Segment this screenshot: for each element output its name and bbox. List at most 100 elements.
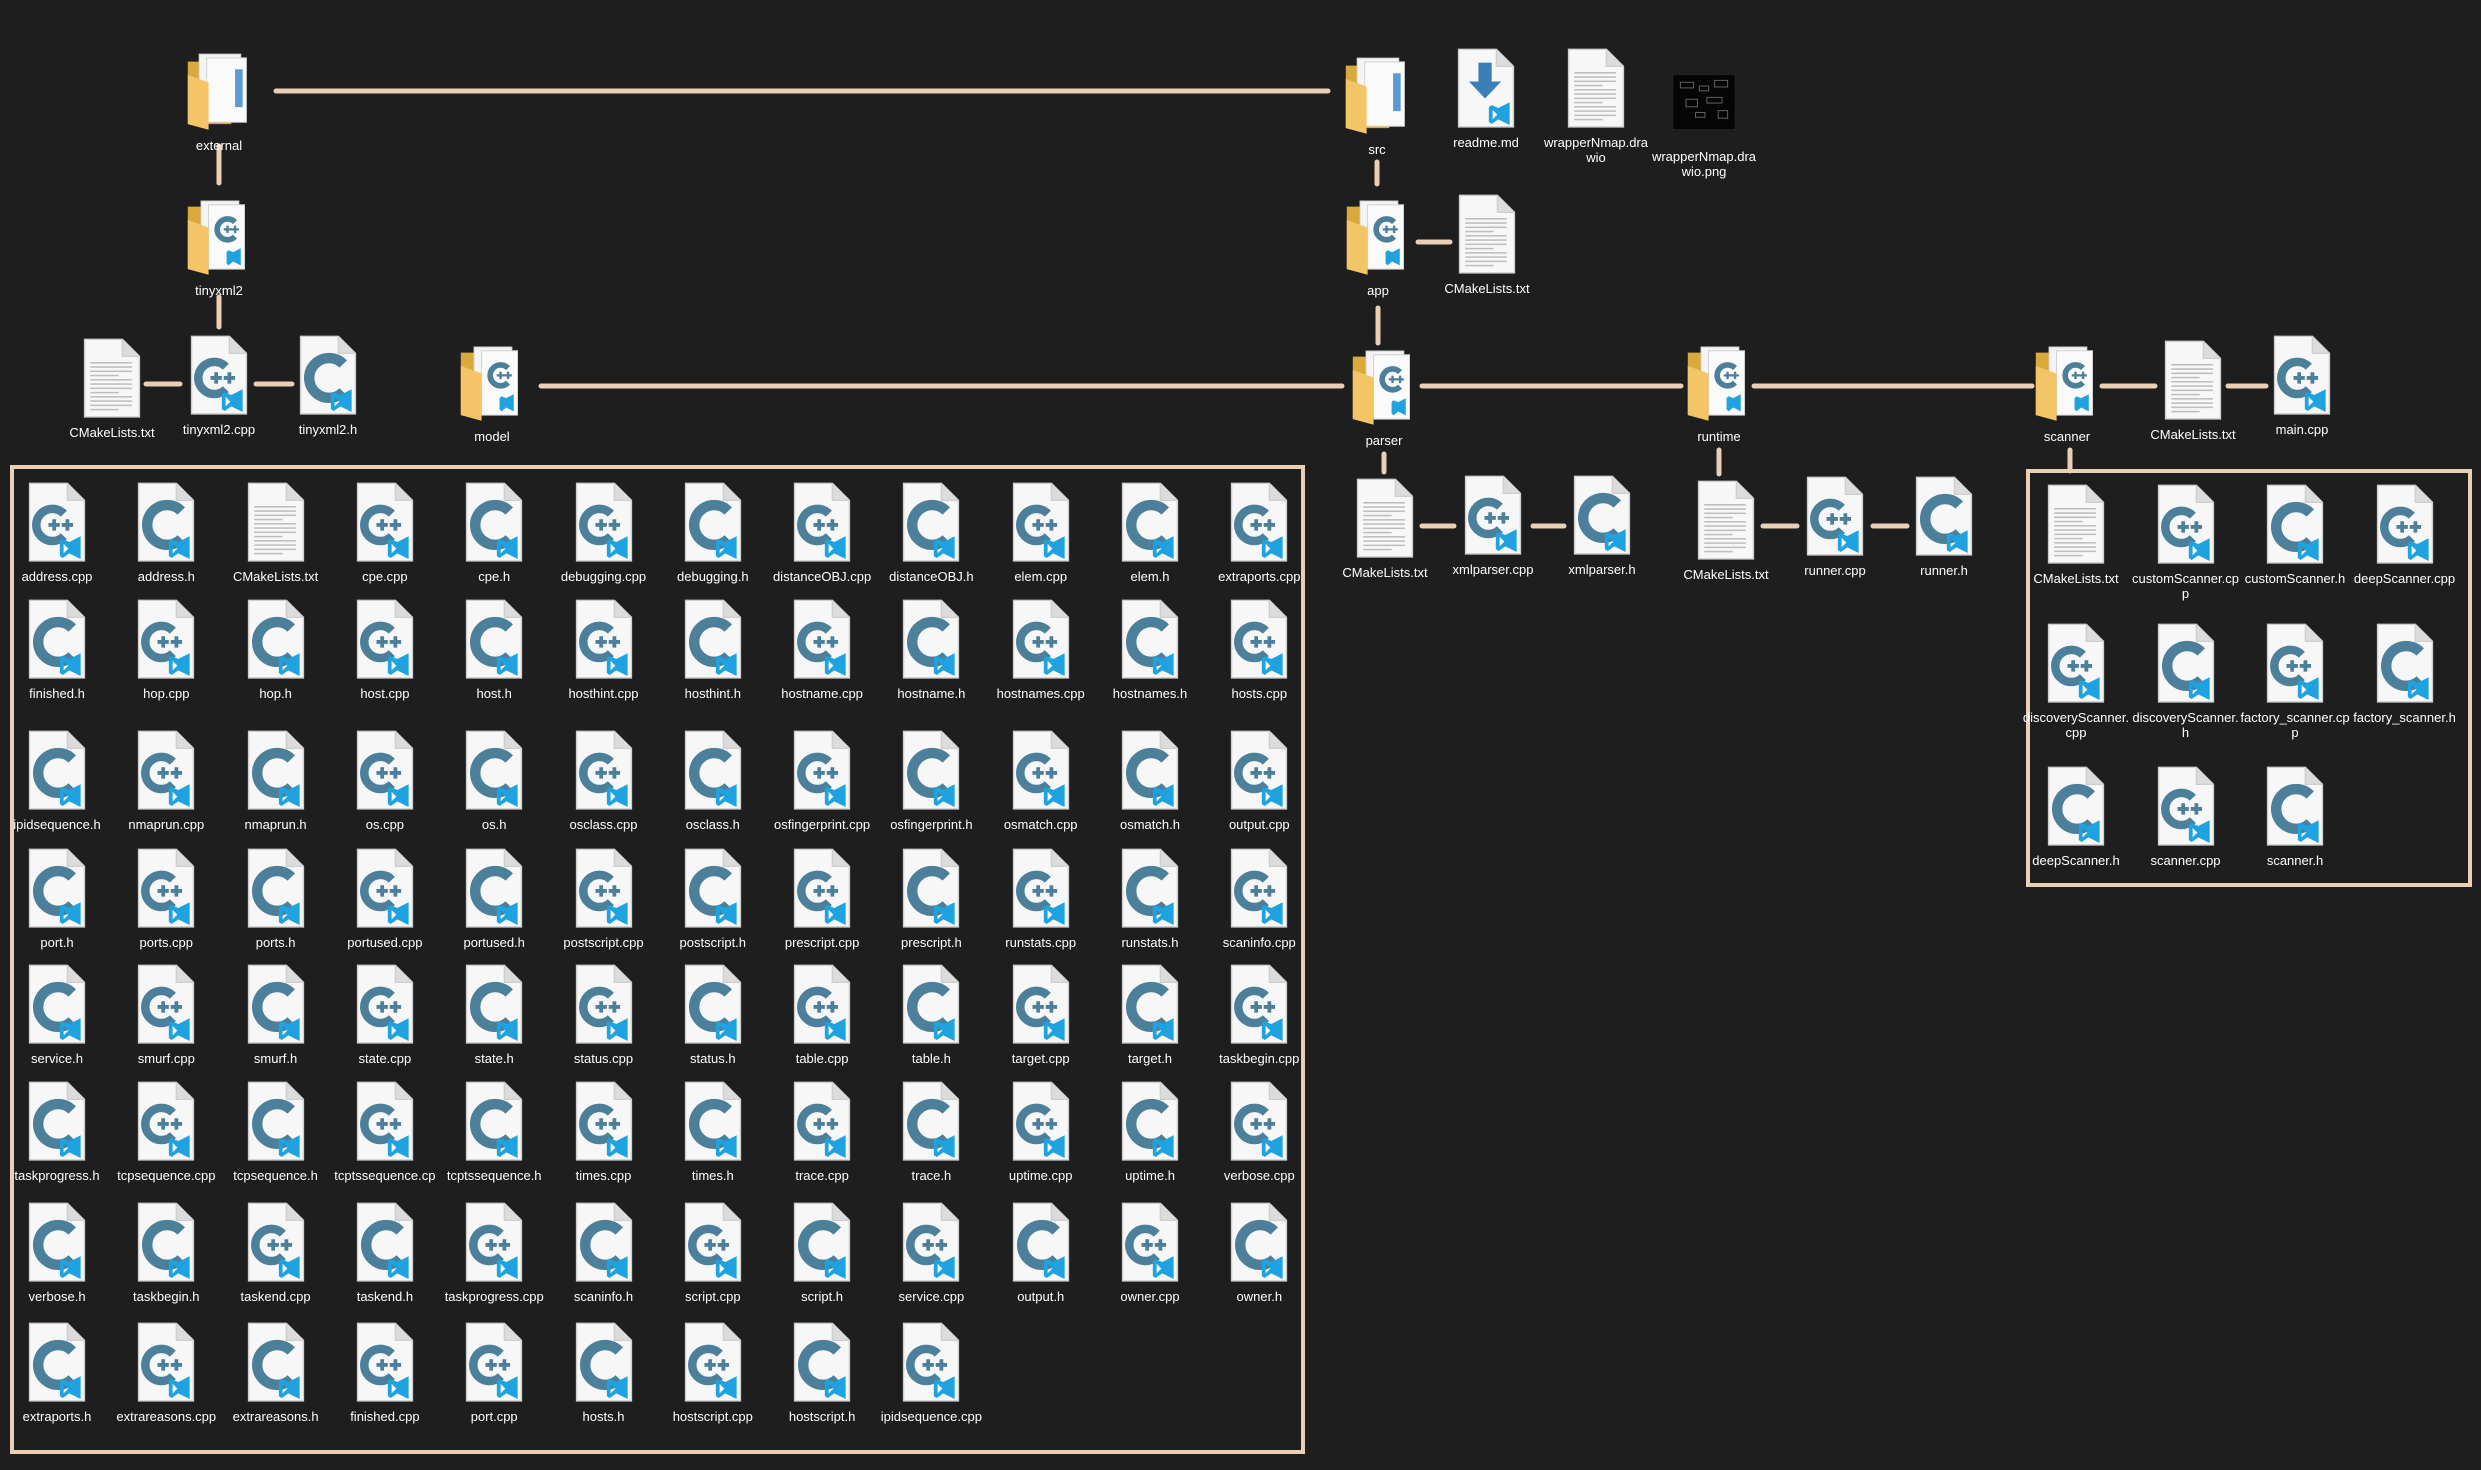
model-file-ports-cpp-label: ports.cpp [139,935,194,950]
code-folder-icon [1684,339,1754,425]
model-file-script-h-label: script.h [801,1289,844,1304]
c-header-file-icon [459,729,529,815]
model-file-extrareasons-cpp-label: extrareasons.cpp [116,1409,217,1424]
c-header-file-icon [459,963,529,1049]
scanner-file-factory-scanner-cpp-label: factory_scanner.cpp [2240,710,2350,740]
node-main-cpp-label: main.cpp [2275,422,2329,437]
cpp-file-icon [350,847,420,933]
model-file-debugging-h-label: debugging.h [677,569,749,584]
cpp-file-icon [787,847,857,933]
c-header-file-icon [678,963,748,1049]
cpp-file-icon [787,598,857,684]
model-file-osmatch-cpp-label: osmatch.cpp [1003,817,1078,832]
cpp-file-icon [1458,474,1528,560]
c-header-file-icon [131,1201,201,1287]
model-file-smurf-h-label: smurf.h [253,1051,298,1066]
model-file-tcpsequence-h-label: tcpsequence.h [233,1168,318,1183]
model-file-hosthint-cpp-label: hosthint.cpp [568,686,639,701]
node-xmlparser-h-label: xmlparser.h [1568,562,1636,577]
model-file-output-h-label: output.h [1017,1289,1065,1304]
model-file-hosthint-h-label: hosthint.h [684,686,741,701]
cpp-file-icon [131,729,201,815]
model-file-runstats-cpp-label: runstats.cpp [1005,935,1077,950]
cpp-file-icon [2260,622,2330,708]
model-file-address-h-label: address.h [137,569,195,584]
cpp-file-icon [350,729,420,815]
node-xmlparser-cpp-label: xmlparser.cpp [1452,562,1534,577]
model-file-host-cpp-label: host.cpp [360,686,410,701]
model-file-taskprogress-cpp-label: taskprogress.cpp [444,1289,544,1304]
model-file-extrareasons-h-label: extrareasons.h [232,1409,319,1424]
scanner-file-discoveryscanner-cpp-label: discoveryScanner.cpp [2022,710,2130,740]
cpp-file-icon [1800,475,1870,561]
cpp-file-icon [131,963,201,1049]
cpp-file-icon [896,1201,966,1287]
c-header-file-icon [459,847,529,933]
model-file-osfingerprint-h-label: osfingerprint.h [890,817,973,832]
model-file-osfingerprint-cpp-label: osfingerprint.cpp [774,817,871,832]
model-file-service-cpp-label: service.cpp [898,1289,965,1304]
cpp-file-icon [459,1201,529,1287]
model-file-taskend-h-label: taskend.h [356,1289,414,1304]
c-header-file-icon [1006,1201,1076,1287]
cpp-file-icon [678,1201,748,1287]
c-header-file-icon [22,1080,92,1166]
node-app-label: app [1367,283,1389,298]
cpp-file-icon [569,1080,639,1166]
model-file-cpe-h-label: cpe.h [478,569,511,584]
model-file-times-cpp-label: times.cpp [575,1168,632,1183]
code-folder-icon [1343,193,1413,279]
model-file-os-h-label: os.h [481,817,507,832]
text-file-icon [1452,193,1522,279]
model-file-hosts-cpp-label: hosts.cpp [1231,686,1288,701]
c-header-file-icon [678,1080,748,1166]
cpp-file-icon [131,1321,201,1407]
c-header-file-icon [1115,481,1185,567]
node-scanner-label: scanner [2043,429,2091,444]
model-file-hostnames-cpp-label: hostnames.cpp [996,686,1085,701]
model-file-status-h-label: status.h [690,1051,736,1066]
text-file-icon [1691,479,1761,565]
model-file-cpe-cpp-label: cpe.cpp [362,569,408,584]
node-drawio-label: wrapperNmap.drawio [1543,135,1649,165]
model-file-scaninfo-h-label: scaninfo.h [573,1289,634,1304]
node-tiny-cmake-label: CMakeLists.txt [69,425,155,440]
c-header-file-icon [896,481,966,567]
c-header-file-icon [22,847,92,933]
folder-icon [1342,52,1412,138]
scanner-file-discoveryscanner-h-label: discoveryScanner.h [2132,710,2239,740]
model-file-postscript-cpp-label: postscript.cpp [563,935,644,950]
model-file-nmaprun-h-label: nmaprun.h [244,817,307,832]
model-file-times-h-label: times.h [691,1168,734,1183]
model-file-owner-h-label: owner.h [1236,1289,1283,1304]
node-app-cmake-label: CMakeLists.txt [1444,281,1530,296]
cpp-file-icon [350,1080,420,1166]
c-header-file-icon [459,481,529,567]
cpp-file-icon [569,963,639,1049]
node-model-label: model [474,429,510,444]
c-header-file-icon [2151,622,2221,708]
model-file-hostname-h-label: hostname.h [897,686,966,701]
model-file-trace-h-label: trace.h [911,1168,952,1183]
model-file-taskbegin-cpp-label: taskbegin.cpp [1219,1051,1300,1066]
c-header-file-icon [241,729,311,815]
cpp-file-icon [569,729,639,815]
model-file-prescript-h-label: prescript.h [901,935,962,950]
scanner-file-scanner-h-label: scanner.h [2266,853,2324,868]
cpp-file-icon [1006,847,1076,933]
c-header-file-icon [787,1201,857,1287]
c-header-file-icon [459,1080,529,1166]
c-header-file-icon [569,1201,639,1287]
c-header-file-icon [569,1321,639,1407]
code-folder-icon [457,339,527,425]
cpp-file-icon [1006,1080,1076,1166]
model-file-hop-h-label: hop.h [259,686,292,701]
cpp-file-icon [787,729,857,815]
model-file-distanceobj-h-label: distanceOBJ.h [889,569,974,584]
model-file-elem-cpp-label: elem.cpp [1014,569,1068,584]
c-header-file-icon [678,481,748,567]
model-file-debugging-cpp-label: debugging.cpp [560,569,647,584]
cpp-file-icon [1224,729,1294,815]
cpp-file-icon [569,598,639,684]
cpp-file-icon [787,481,857,567]
